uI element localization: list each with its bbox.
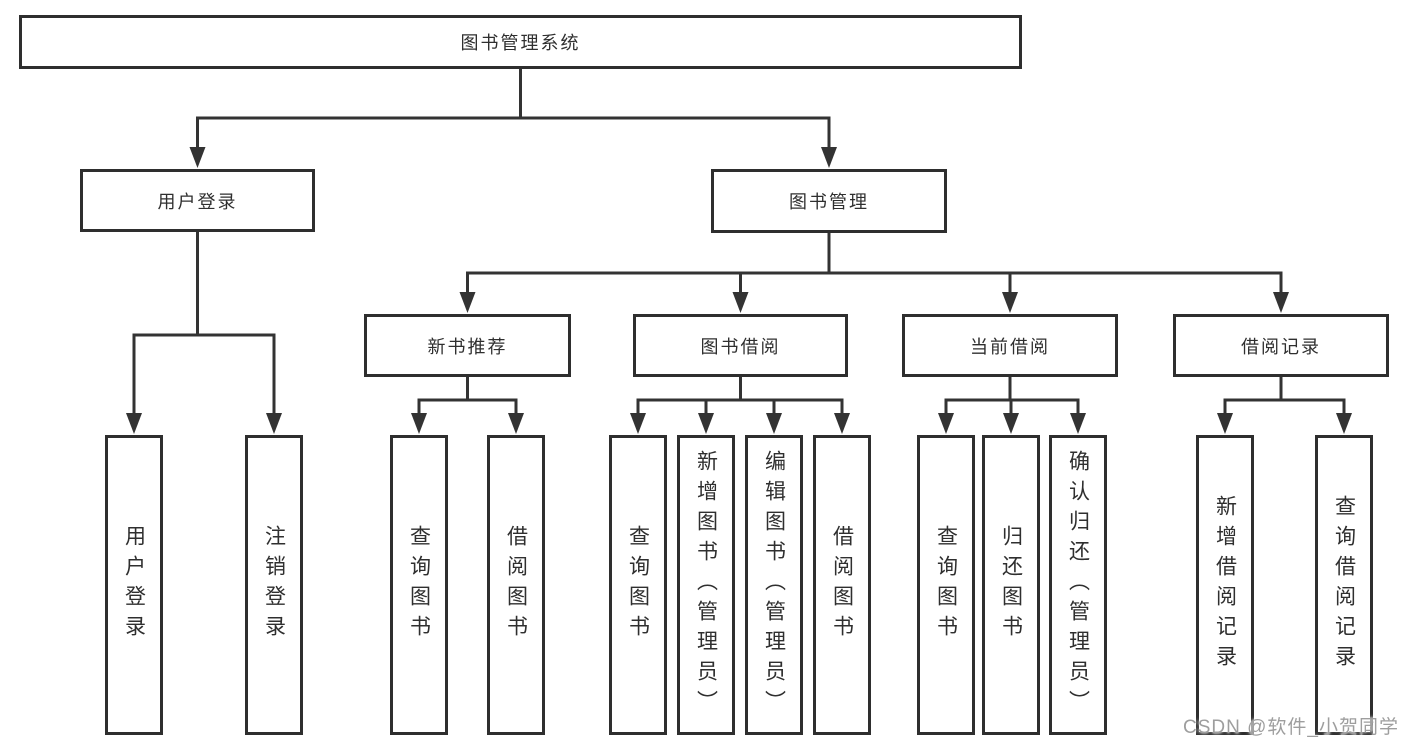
node-label: 用户登录 [157,191,238,212]
leaf-add-books-admin: 新增图书（管理员） [677,435,735,735]
node-label: 图书管理 [789,192,869,212]
node-label: 当前借阅 [970,336,1050,357]
leaf-confirm-return-admin: 确认归还（管理员） [1049,435,1107,735]
node-label: 新增图书（管理员） [694,450,718,720]
leaf-user-login: 用户登录 [105,435,163,735]
node-user-login: 用户登录 [80,169,315,232]
leaf-query-borrow-record: 查询借阅记录 [1315,435,1373,735]
node-label: 确认归还（管理员） [1066,450,1090,720]
node-label: 查询图书 [407,525,431,645]
leaf-logout: 注销登录 [245,435,303,735]
node-label: 查询借阅记录 [1332,495,1356,675]
node-library-management-system: 图书管理系统 [19,15,1022,69]
leaf-edit-books-admin: 编辑图书（管理员） [745,435,803,735]
leaf-return-books: 归还图书 [982,435,1040,735]
leaf-query-books-current: 查询图书 [917,435,975,735]
node-label: 查询图书 [934,525,958,645]
node-book-management: 图书管理 [711,169,947,233]
node-label: 编辑图书（管理员） [762,450,786,720]
node-label: 图书借阅 [700,336,781,357]
node-label: 查询图书 [626,525,650,645]
node-label: 借阅图书 [504,525,528,645]
node-label: 借阅图书 [830,525,854,645]
node-label: 归还图书 [999,525,1023,645]
leaf-borrow-books-recommend: 借阅图书 [487,435,545,735]
node-label: 新书推荐 [427,336,508,357]
node-label: 用户登录 [122,525,146,645]
leaf-borrow-books: 借阅图书 [813,435,871,735]
node-label: 借阅记录 [1241,336,1321,357]
node-current-borrowing: 当前借阅 [902,314,1118,377]
node-label: 图书管理系统 [460,33,581,53]
leaf-query-books-recommend: 查询图书 [390,435,448,735]
node-book-borrowing: 图书借阅 [633,314,848,377]
leaf-add-borrow-record: 新增借阅记录 [1196,435,1254,735]
csdn-watermark: CSDN @软件_小贺同学 [1183,717,1399,738]
node-label: 注销登录 [262,525,286,645]
node-label: 新增借阅记录 [1213,495,1237,675]
leaf-query-books-borrow: 查询图书 [609,435,667,735]
node-new-book-recommend: 新书推荐 [364,314,571,377]
node-borrowing-records: 借阅记录 [1173,314,1389,377]
